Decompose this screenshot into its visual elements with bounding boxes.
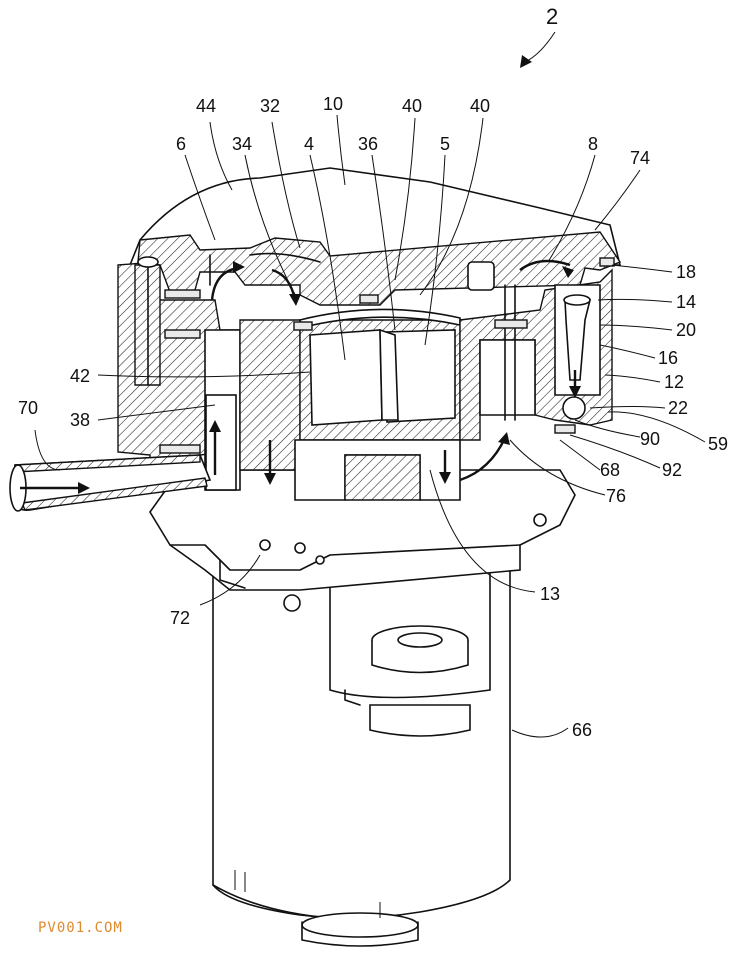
- ref-72: 72: [170, 608, 190, 628]
- inlet-pipe: [9, 454, 212, 512]
- ref-32: 32: [260, 96, 280, 116]
- ref-76: 76: [606, 486, 626, 506]
- ref-36: 36: [358, 134, 378, 154]
- ref-59: 59: [708, 434, 728, 454]
- ref-38: 38: [70, 410, 90, 430]
- figure-number: 2: [546, 4, 558, 29]
- valve-block: [459, 257, 615, 441]
- bottom-flange: [149, 469, 576, 612]
- ref-18: 18: [676, 262, 696, 282]
- cover-housing: [128, 167, 622, 306]
- ref-70: 70: [18, 398, 38, 418]
- ref-74: 74: [630, 148, 650, 168]
- ref-40-left: 40: [402, 96, 422, 116]
- ref-12: 12: [664, 372, 684, 392]
- ref-13: 13: [540, 584, 560, 604]
- ref-16: 16: [658, 348, 678, 368]
- ref-4: 4: [304, 134, 314, 154]
- ref-22: 22: [668, 398, 688, 418]
- ref-92: 92: [662, 460, 682, 480]
- watermark: PV001.COM: [38, 920, 123, 936]
- pump-body: [117, 256, 301, 491]
- ref-14: 14: [676, 292, 696, 312]
- ref-10: 10: [323, 94, 343, 114]
- ref-42: 42: [70, 366, 90, 386]
- ref-68: 68: [600, 460, 620, 480]
- ref-66: 66: [572, 720, 592, 740]
- leader-lines: [34, 31, 706, 738]
- reference-numerals: 2 44 32 10 40 40 6 34 4 36 5 8 74 18 14 …: [18, 4, 728, 740]
- ref-44: 44: [196, 96, 216, 116]
- flow-arrows: [20, 259, 581, 494]
- ref-40-right: 40: [470, 96, 490, 116]
- bearing-boss: [329, 559, 491, 737]
- ref-90: 90: [640, 429, 660, 449]
- ref-8: 8: [588, 134, 598, 154]
- ref-20: 20: [676, 320, 696, 340]
- rotor-impeller: [293, 294, 461, 501]
- ref-34: 34: [232, 134, 252, 154]
- ref-5: 5: [440, 134, 450, 154]
- ref-6: 6: [176, 134, 186, 154]
